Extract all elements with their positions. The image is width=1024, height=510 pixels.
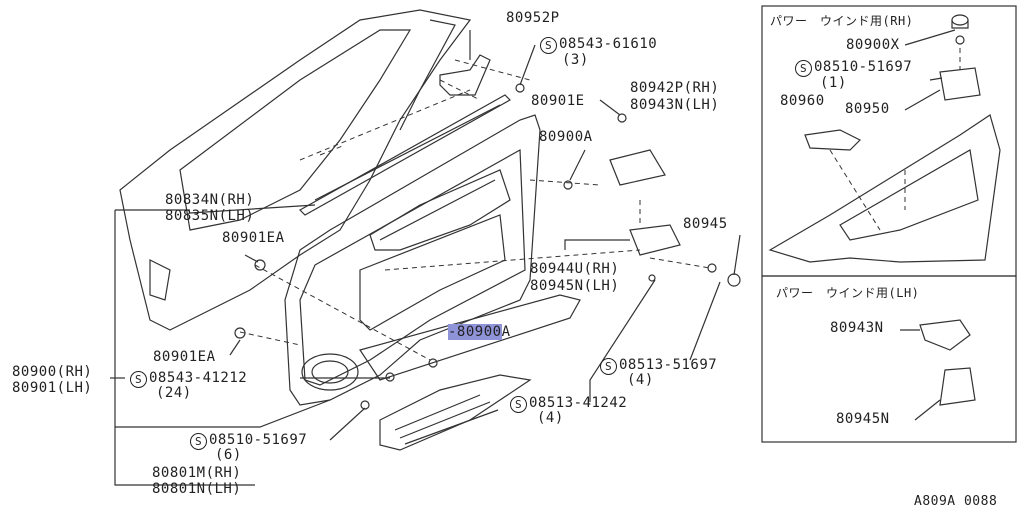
screw-symbol: S: [130, 371, 147, 388]
weatherstrip: [299, 94, 511, 216]
part-number: 08543-61610: [559, 36, 658, 52]
part-80945n-lh: 80945N(LH): [530, 278, 620, 294]
screw-symbol: S: [540, 37, 557, 54]
part-80900-rh: 80900(RH): [12, 364, 93, 380]
part-80944u-rh: 80944U(RH): [530, 261, 620, 277]
part-80901-lh: 80901(LH): [12, 380, 93, 396]
screw-symbol: S: [600, 358, 617, 375]
part-80801m-rh: 80801M(RH): [152, 465, 242, 481]
part-number: 08510-51697: [209, 432, 308, 448]
part-80900x: 80900X: [846, 37, 900, 53]
part-80960: 80960: [780, 93, 825, 109]
part-number: 08513-51697: [619, 357, 718, 373]
qty-08543-61610: (3): [562, 52, 589, 68]
qty-08513-51697: (4): [627, 372, 654, 388]
qty-08543-41212: (24): [156, 385, 192, 401]
part-80834n-rh: 80834N(RH): [165, 192, 255, 208]
part-number: 08543-41212: [149, 370, 248, 386]
door-frame: [119, 9, 472, 331]
part-number: 08510-51697: [814, 59, 913, 75]
armrest-strip: [359, 294, 581, 381]
qty-08510-51697: (6): [215, 447, 242, 463]
part-number: 08513-41242: [529, 395, 628, 411]
part-80900a-top: 80900A: [539, 129, 593, 145]
part-80950: 80950: [845, 101, 890, 117]
part-80945n: 80945N: [836, 411, 890, 427]
switch-bezel: [629, 224, 681, 256]
part-80943n: 80943N: [830, 320, 884, 336]
screw-symbol: S: [190, 433, 207, 450]
map-pocket: [379, 374, 532, 451]
diagram-code: A809A 0088: [914, 494, 998, 509]
part-80901ea-bottom: 80901EA: [153, 349, 216, 365]
screw-symbol: S: [795, 60, 812, 77]
part-80901ea-top: 80901EA: [222, 230, 285, 246]
part-80801n-lh: 80801N(LH): [152, 481, 242, 497]
part-80942p-rh: 80942P(RH): [630, 80, 720, 96]
part-80943n-lh: 80943N(LH): [630, 97, 720, 113]
inset-rh-title: パワー ウインド用(RH): [770, 14, 914, 28]
highlight-box[interactable]: -80900: [448, 324, 502, 340]
inset-lh-title: パワー ウインド用(LH): [776, 286, 920, 300]
screw-symbol: S: [510, 396, 527, 413]
part-80835n-lh: 80835N(LH): [165, 208, 255, 224]
part-80900a-highlighted[interactable]: -80900A: [448, 324, 511, 340]
qty-08510-51697-inset: (1): [820, 75, 847, 91]
bracket: [439, 54, 491, 96]
part-suffix: A: [501, 324, 511, 340]
handle-escutcheon: [609, 149, 666, 186]
speaker: [301, 353, 359, 391]
part-80945: 80945: [683, 216, 728, 232]
part-80952p: 80952P: [506, 10, 560, 26]
inset-lh-box: [761, 275, 1017, 443]
part-80901e: 80901E: [531, 93, 585, 109]
qty-08513-41242: (4): [537, 410, 564, 426]
